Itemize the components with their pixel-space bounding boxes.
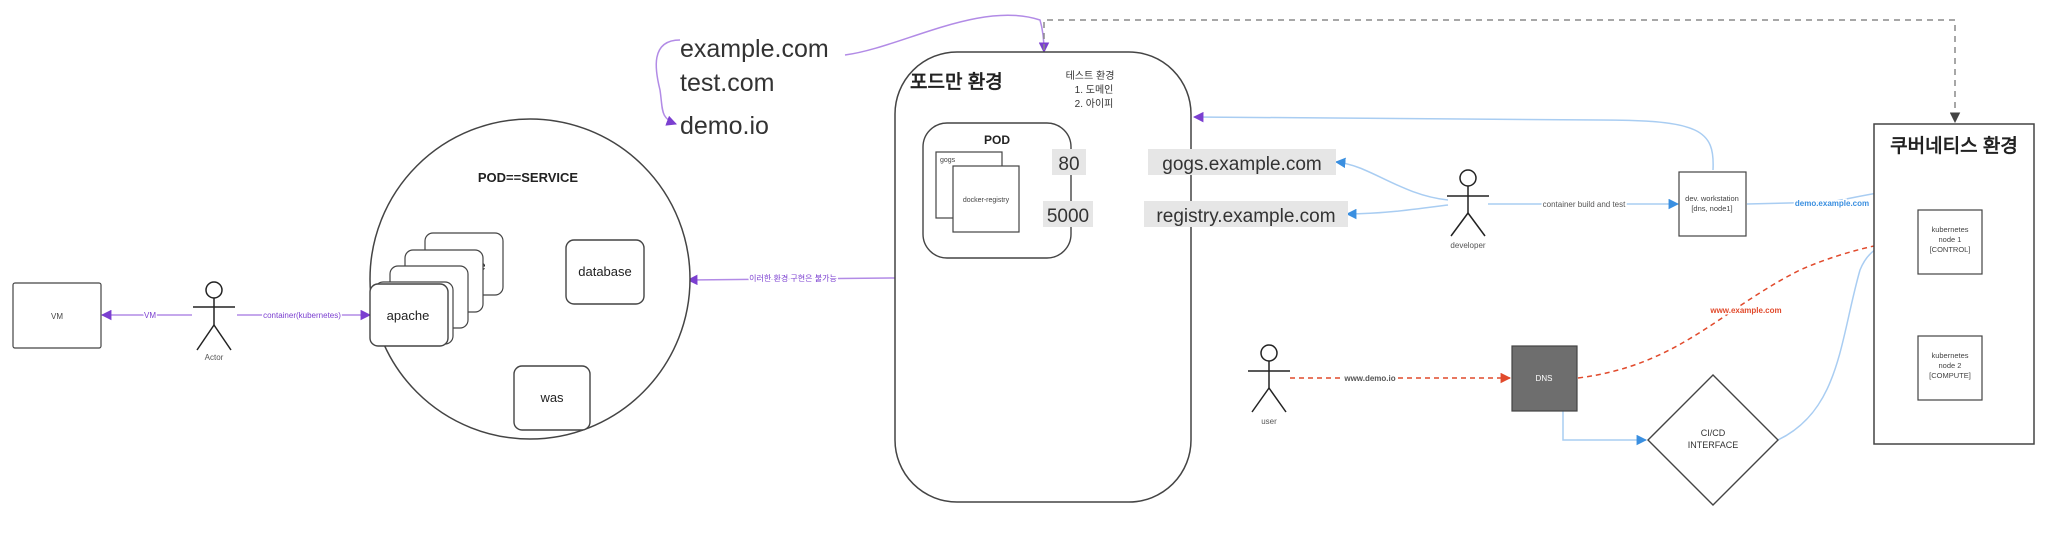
service-circle (369, 118, 691, 440)
domain-example: example.com (680, 35, 829, 63)
gogs-host-bg (1148, 149, 1336, 175)
domain-loop-edge (655, 39, 681, 126)
vm-edge-label: VM (144, 311, 156, 320)
cicd-diamond (1647, 374, 1779, 506)
podman-env-box (894, 51, 1192, 503)
domain-to-podman-edge (844, 14, 1050, 56)
gogs-host: gogs.example.com (1162, 154, 1321, 175)
k8s-env-title: 쿠버네티스 환경 (1890, 135, 2018, 157)
node1-label-3: [CONTROL] (1930, 245, 1971, 254)
port-5000: 5000 (1047, 206, 1089, 227)
node1-label-1: kubernetes (1931, 225, 1968, 234)
developer-label: developer (1450, 241, 1485, 250)
www-edge-label: www.example.com (1709, 306, 1781, 315)
node2-label-1: kubernetes (1931, 351, 1968, 360)
registry-host: registry.example.com (1156, 206, 1335, 227)
port-5000-bg (1043, 201, 1093, 227)
node1-box (1917, 209, 1983, 275)
registry-box (952, 165, 1020, 233)
cicd-label-1: CI/CD (1701, 428, 1726, 438)
container-edge-label: container(kubernetes) (263, 311, 341, 320)
developer-icon (1447, 169, 1489, 237)
user-icon (1248, 344, 1290, 413)
workstation-box (1678, 171, 1747, 237)
podman-to-k8s-dashed-edge (1043, 19, 1961, 124)
actor-label: Actor (205, 353, 224, 362)
port-80-bg (1052, 149, 1086, 175)
test-env-title: 테스트 환경 (1066, 69, 1115, 82)
demo-edge-label: demo.example.com (1795, 199, 1869, 208)
dns-to-cicd-edge (1562, 411, 1648, 446)
podman-env-title: 포드만 환경 (910, 71, 1003, 93)
actor-icon (193, 281, 235, 351)
developer-to-gogs-edge (1334, 157, 1449, 201)
gogs-label: gogs (940, 157, 956, 164)
registry-label: docker-registry (963, 197, 1010, 204)
dns-label: DNS (1536, 374, 1553, 383)
workstation-label-1: dev. workstation (1685, 194, 1739, 203)
test-env-item-1: 1. 도메인 (1075, 84, 1114, 96)
vm-box-label: VM (51, 312, 63, 321)
pod-label: POD (984, 133, 1010, 147)
user-label: user (1261, 417, 1277, 426)
test-env-item-2: 2. 아이피 (1075, 98, 1114, 110)
registry-host-bg (1144, 201, 1348, 227)
node1-label-2: node 1 (1939, 235, 1962, 244)
service-title: POD==SERVICE (478, 170, 579, 185)
was-label: was (539, 390, 564, 405)
database-box (565, 239, 645, 305)
domain-demo: demo.io (680, 112, 769, 140)
build-edge-label: container build and test (1543, 200, 1627, 209)
node2-box (1917, 335, 1983, 401)
developer-to-registry-edge (1345, 204, 1449, 220)
dns-box (1511, 345, 1578, 412)
domain-test: test.com (680, 69, 774, 97)
apache-label: apache (387, 308, 430, 323)
node2-label-3: [COMPUTE] (1929, 371, 1971, 380)
was-box (513, 365, 591, 431)
deploy-edge (686, 274, 896, 286)
apache-box (369, 283, 449, 347)
workstation-label-2: [dns, node1] (1691, 204, 1732, 213)
vm-box (12, 282, 102, 349)
node2-label-2: node 2 (1939, 361, 1962, 370)
database-label: database (578, 264, 632, 279)
port-80: 80 (1058, 154, 1079, 175)
user-edge-label: www.demo.io (1343, 374, 1395, 383)
deploy-edge-label: 이러한 환경 구현은 불가능 (749, 273, 837, 283)
workstation-to-podman-edge (1192, 111, 1714, 171)
cicd-label-2: INTERFACE (1688, 440, 1739, 450)
